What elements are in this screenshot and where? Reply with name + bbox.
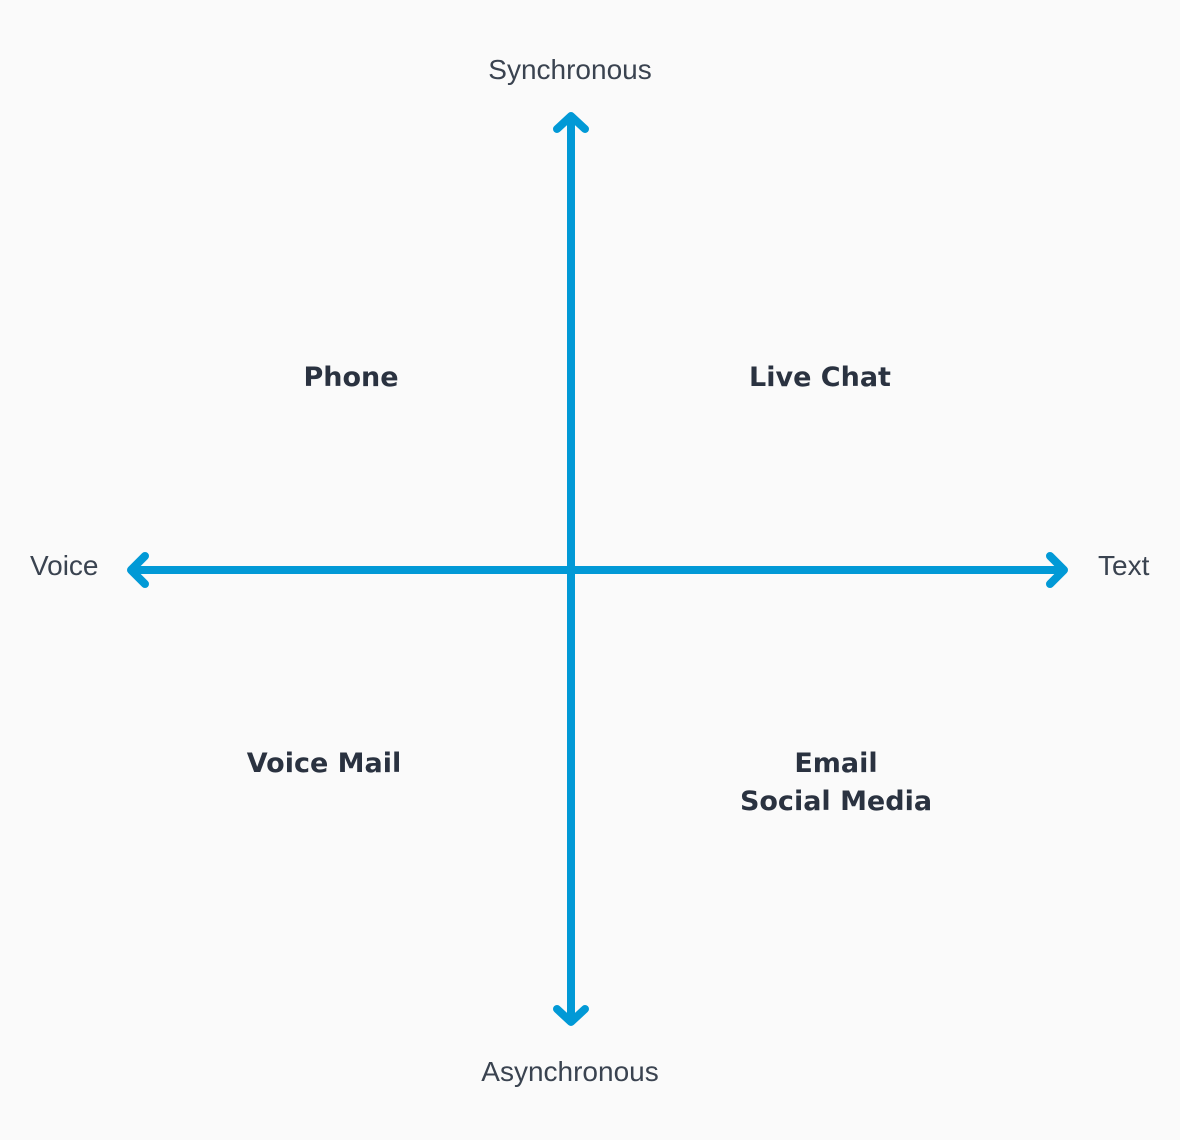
axis-label-left: Voice <box>30 550 99 581</box>
arrowhead-up <box>553 112 589 133</box>
quadrant-bottom-left-label: Voice Mail <box>246 748 402 779</box>
arrowhead-left <box>127 552 149 588</box>
arrowhead-down <box>553 1005 589 1026</box>
axis-label-top: Synchronous <box>488 54 652 85</box>
quadrant-bottom-right-label-1: Email <box>794 748 878 779</box>
arrowhead-right <box>1046 552 1068 588</box>
quadrant-top-right-label: Live Chat <box>749 362 891 393</box>
axis-label-right: Text <box>1098 550 1150 581</box>
quadrant-top-left-label: Phone <box>303 362 399 393</box>
quadrant-bottom-right-labels: Email Social Media <box>740 745 932 821</box>
quadrant-bottom-right-label-2: Social Media <box>739 786 933 817</box>
axis-label-bottom: Asynchronous <box>481 1056 659 1087</box>
